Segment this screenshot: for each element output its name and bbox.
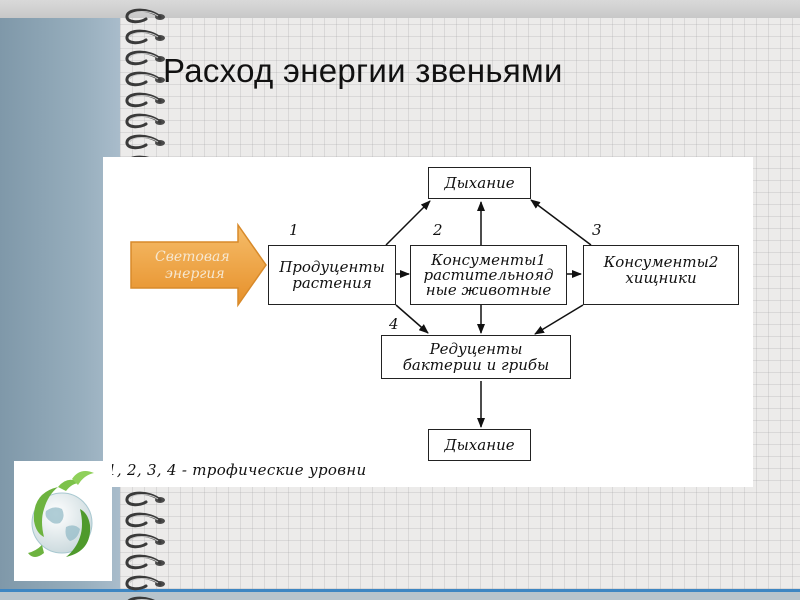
binding-ring [125,29,165,45]
breathing-top-label: Дыхание [444,174,515,192]
consumers1-label-1: Консументы1 [431,250,546,269]
top-band [0,0,800,18]
consumers1-label-3: ные животные [425,280,552,299]
arrow-consumers2-to-breathing [530,199,592,246]
light-energy-label-1: Световая [155,249,230,265]
binding-ring [125,113,165,129]
breathing-bottom-box: Дыхание [428,429,531,461]
breathing-top-box: Дыхание [428,167,531,199]
binding-ring [125,491,165,507]
binding-ring [125,8,165,24]
consumers2-label-1: Консументы2 [603,253,719,271]
producers-box: Продуценты растения [268,245,396,305]
bottom-band [0,592,800,600]
consumers2-label-2: хищники [625,269,697,287]
binding-ring [125,71,165,87]
breathing-bottom-label: Дыхание [444,436,515,454]
page-title: Расход энергии звеньями [163,52,563,89]
level-number-2: 2 [433,221,443,239]
binding-ring [125,512,165,528]
binding-ring [125,575,165,591]
consumers2-box: Консументы2 хищники [583,245,739,305]
binding-ring [125,533,165,549]
producers-label-2: растения [292,274,372,292]
arrow-producers-to-reducers [395,304,429,334]
level-number-3: 3 [592,221,602,239]
binding-ring [125,134,165,150]
diagram-arrows: Световая энергия [130,199,592,428]
eco-globe-icon [28,471,94,557]
eco-globe-logo [14,461,112,581]
level-number-1: 1 [289,221,299,239]
trophic-levels-legend: 1, 2, 3, 4 - трофические уровни [107,461,367,479]
light-energy-label-2: энергия [165,266,225,282]
binding-ring [125,92,165,108]
arrow-producers-to-breathing [385,200,431,246]
binding-ring [125,50,165,66]
energy-flow-diagram: Световая энергия Дыхание Продуценты раст… [103,157,753,487]
light-energy-arrow [130,222,267,308]
reducers-label-2: бактерии и грибы [402,356,550,374]
reducers-label-1: Редуценты [429,340,523,358]
consumers1-label-2: растительнояд [423,265,554,284]
consumers1-box: Консументы1 растительнояд ные животные [410,245,567,305]
producers-label-1: Продуценты [279,258,385,276]
binding-ring [125,554,165,570]
arrow-consumers2-to-reducers [534,304,584,335]
level-number-4: 4 [389,315,399,333]
reducers-box: Редуценты бактерии и грибы [381,335,571,379]
bottom-accent-line [0,589,800,592]
